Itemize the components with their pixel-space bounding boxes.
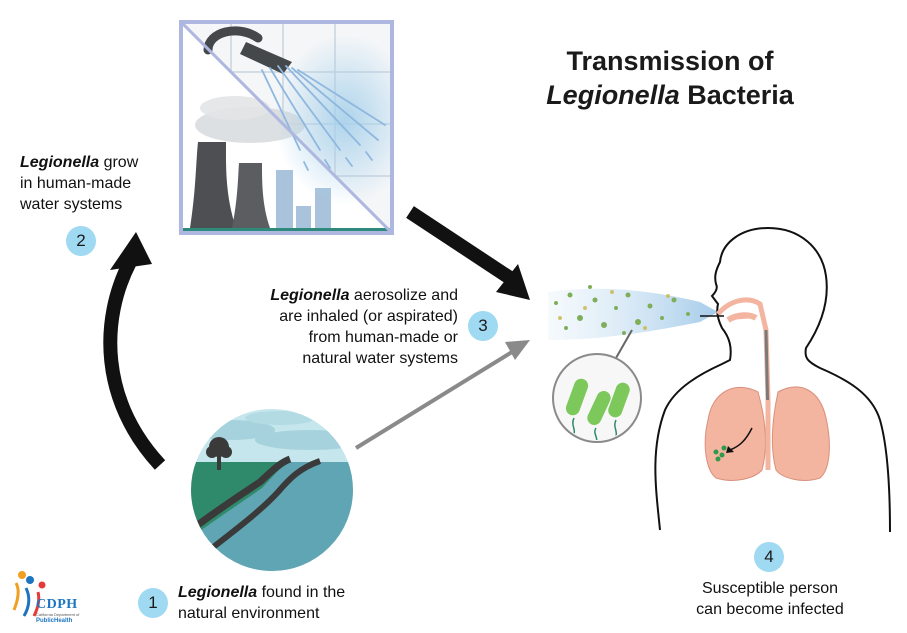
step-3-badge: 3 [468,311,498,341]
person-outline [654,226,891,533]
logo-subtitle-2: PublicHealth [36,618,73,624]
arrow-1-to-3 [354,350,514,450]
logo-acronym: CDPH [36,597,78,612]
arrow-2-to-3-head [496,264,530,300]
water-systems-panel [181,22,392,233]
arrow-1-to-3-head [505,340,530,360]
aerosol-plume [548,288,718,340]
diagram-title: Transmission of Legionella Bacteria [520,44,820,112]
cdph-logo-icon [12,571,46,617]
title-line-2: Legionella Bacteria [520,78,820,112]
title-rest: Bacteria [679,80,794,110]
arrow-1-to-2-head [110,232,152,270]
arrow-1-to-2 [103,258,166,470]
right-lung [771,386,830,481]
step-2-badge: 2 [66,226,96,256]
arrow-2-to-3 [406,206,514,284]
step-4-badge: 4 [754,542,784,572]
title-line-1: Transmission of [566,46,774,76]
step-3-caption: Legionella aerosolize and are inhaled (o… [270,287,458,367]
natural-environment-circle [190,408,354,572]
step-4-caption: Susceptible person can become infected [696,580,844,618]
logo-subtitle-1: California Department of [36,612,80,617]
water-systems-frame [179,20,394,235]
infection-dots [713,445,727,462]
title-italic: Legionella [546,80,680,110]
aerosol-particles [554,285,690,335]
step-2-caption: Legionella grow in human-made water syst… [20,154,139,213]
step-1-caption: Legionella found in the natural environm… [178,584,346,622]
step-1-badge: 1 [138,588,168,618]
left-lung [704,386,766,481]
